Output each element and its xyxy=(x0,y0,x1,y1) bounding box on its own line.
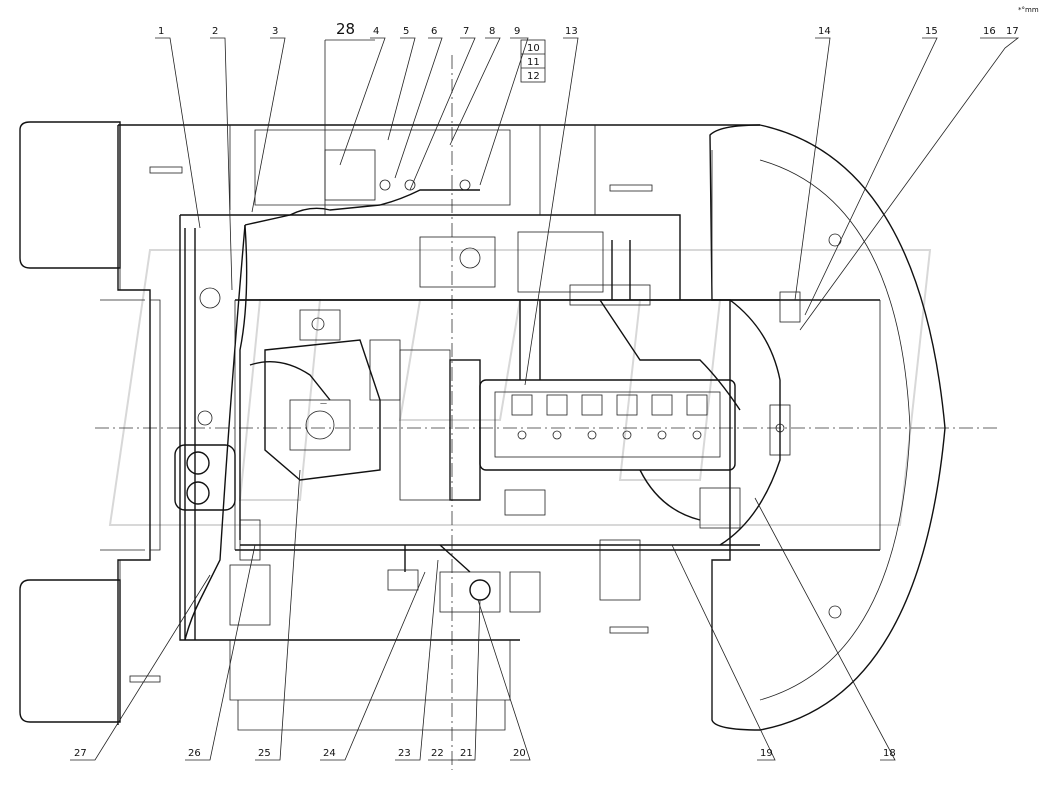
left-front-wheel xyxy=(19,121,145,291)
callout-17: 17 xyxy=(1006,26,1019,37)
callout-13: 13 xyxy=(565,26,578,37)
left-rear-wheel xyxy=(19,559,145,723)
callout-11: 11 xyxy=(527,57,540,68)
corner-mark: *°mm xyxy=(1018,6,1039,14)
callout-8: 8 xyxy=(489,26,495,37)
callout-7: 7 xyxy=(463,26,469,37)
watermark xyxy=(108,249,932,526)
leader-lines-bottom xyxy=(70,469,896,761)
callout-15: 15 xyxy=(925,26,938,37)
callout-5: 5 xyxy=(403,26,409,37)
callout-10: 10 xyxy=(527,43,540,54)
components xyxy=(229,149,801,626)
callout-1: 1 xyxy=(158,26,164,37)
callout-18: 18 xyxy=(883,748,896,759)
callout-labels-top: 1 2 3 28 4 5 6 7 8 9 13 14 15 16 17 xyxy=(158,20,1019,38)
callout-box-10-12: 10 11 12 xyxy=(520,39,546,83)
small-notes: — xyxy=(129,166,653,683)
callout-16: 16 xyxy=(983,26,996,37)
rear-counterweight xyxy=(709,124,946,731)
transmission xyxy=(264,309,381,481)
center-lines xyxy=(95,55,1000,770)
callout-24: 24 xyxy=(323,748,336,759)
callout-20: 20 xyxy=(513,748,526,759)
chassis-frame xyxy=(100,124,881,731)
callout-4: 4 xyxy=(373,26,379,37)
callout-14: 14 xyxy=(818,26,831,37)
callout-6: 6 xyxy=(431,26,437,37)
callout-22: 22 xyxy=(431,748,444,759)
leader-lines-top xyxy=(155,37,1020,386)
callout-23: 23 xyxy=(398,748,411,759)
callout-21: 21 xyxy=(460,748,473,759)
callout-26: 26 xyxy=(188,748,201,759)
callout-28: 28 xyxy=(336,20,355,38)
engine-block xyxy=(369,339,736,501)
callout-25: 25 xyxy=(258,748,271,759)
front-axle-hub xyxy=(174,287,236,511)
callout-12: 12 xyxy=(527,71,540,82)
callout-27: 27 xyxy=(74,748,87,759)
callout-9: 9 xyxy=(514,26,520,37)
svg-text:—: — xyxy=(320,399,327,407)
wiring-harness xyxy=(184,189,781,641)
callout-labels-bottom: 27 26 25 24 23 22 21 20 19 18 xyxy=(74,748,896,759)
callout-19: 19 xyxy=(760,748,773,759)
callout-2: 2 xyxy=(212,26,218,37)
callout-3: 3 xyxy=(272,26,278,37)
